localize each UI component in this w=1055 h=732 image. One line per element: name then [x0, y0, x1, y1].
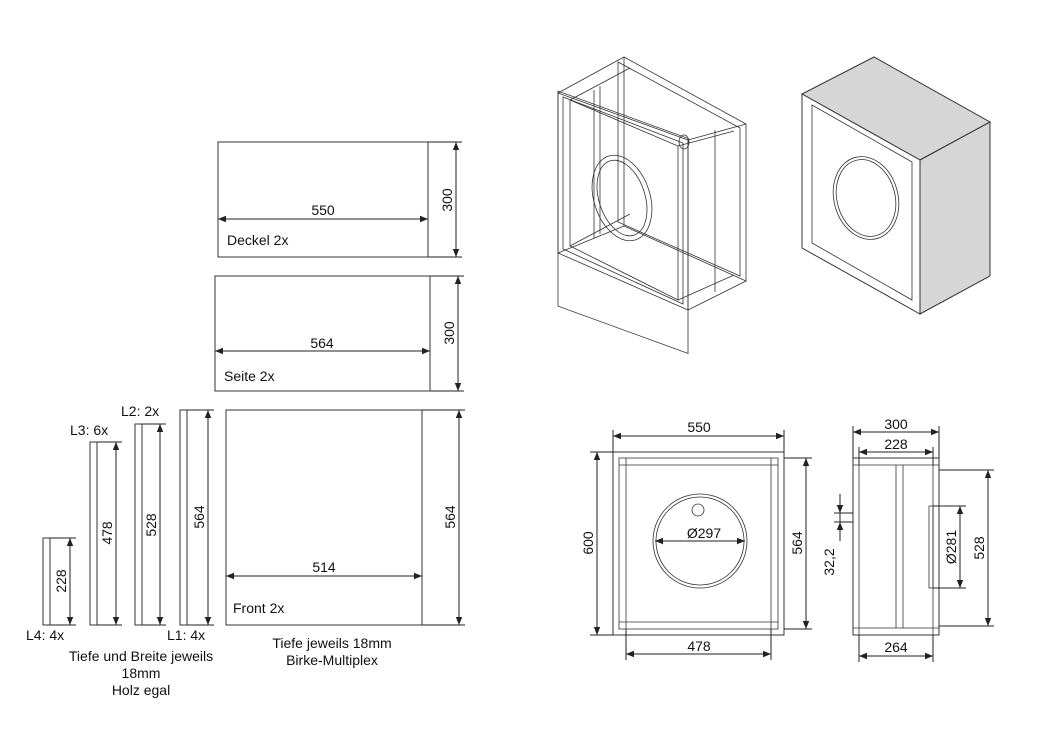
seite-label: Seite 2x [224, 368, 275, 384]
side-view: 300 228 264 528 Ø281 32,2 [821, 416, 994, 662]
l1-length: 564 [191, 505, 207, 529]
panel-seite: 564 300 Seite 2x [214, 275, 464, 392]
panel-front: 514 564 Front 2x [225, 409, 465, 626]
front-speaker-hole [652, 493, 748, 589]
note-strips-line1: Tiefe und Breite jeweils [69, 648, 213, 664]
side-view-depth-outer: 300 [884, 416, 908, 432]
deckel-label: Deckel 2x [227, 232, 288, 248]
deckel-height: 300 [439, 188, 455, 212]
strip-l1: 564 L1: 4x [167, 409, 214, 643]
isometric-frame-view [557, 56, 747, 354]
front-label: Front 2x [233, 600, 284, 616]
front-view-hole-diameter: Ø297 [687, 525, 721, 541]
note-panels-line2: Birke-Multiplex [286, 652, 378, 668]
side-view-ring-diameter: Ø281 [943, 530, 959, 564]
deckel-width: 550 [311, 202, 335, 218]
strip-l3: 478 L3: 6x [70, 422, 122, 626]
seite-height: 300 [441, 321, 457, 345]
side-view-offset: 32,2 [821, 548, 837, 575]
seite-width: 564 [310, 335, 334, 351]
front-view-height-inner: 564 [789, 531, 805, 555]
l3-label: L3: 6x [70, 422, 108, 438]
front-view-width-bottom: 478 [687, 638, 711, 654]
l3-length: 478 [99, 521, 115, 545]
isometric-box-view [800, 56, 992, 315]
front-view: 550 478 600 564 Ø297 [580, 419, 812, 660]
strip-l4: 228 L4: 4x [26, 537, 76, 643]
l1-label: L1: 4x [167, 627, 205, 643]
note-strips-line3: Holz egal [112, 682, 170, 698]
side-view-depth-bottom: 264 [884, 639, 908, 655]
l4-length: 228 [53, 569, 69, 593]
side-view-depth-inner: 228 [884, 436, 908, 452]
l2-length: 528 [143, 513, 159, 537]
front-height: 564 [442, 505, 458, 529]
note-panels-line1: Tiefe jeweils 18mm [272, 635, 391, 651]
strip-l2: 528 L2: 2x [121, 403, 166, 626]
l2-label: L2: 2x [121, 403, 159, 419]
side-view-height-inner: 528 [971, 536, 987, 560]
note-strips-line2: 18mm [122, 665, 161, 681]
front-width: 514 [312, 559, 336, 575]
l4-label: L4: 4x [26, 627, 64, 643]
front-view-width-top: 550 [687, 419, 711, 435]
panel-deckel: 550 300 Deckel 2x [217, 141, 462, 258]
front-view-height-outer: 600 [580, 531, 596, 555]
